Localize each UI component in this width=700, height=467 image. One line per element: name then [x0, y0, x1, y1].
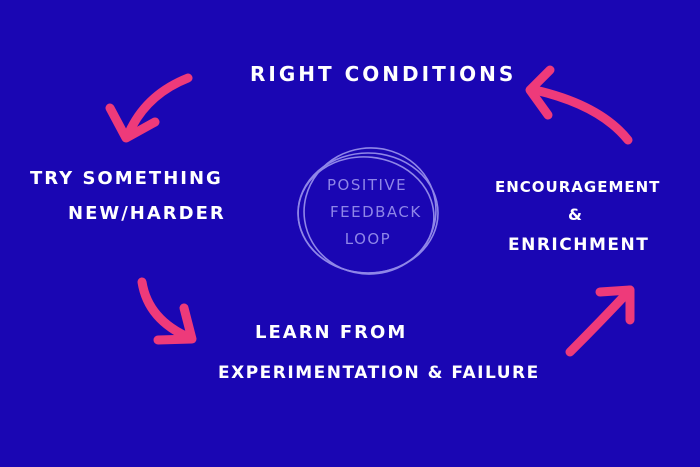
arrow-bottom-right — [565, 285, 635, 357]
arrow-top-left — [105, 73, 193, 143]
arrow-bottom-left — [137, 277, 197, 345]
center-label-loop: LOOP — [344, 230, 392, 248]
arrow-top-right — [525, 65, 633, 145]
node-right-conditions: RIGHT CONDITIONS — [250, 62, 517, 86]
node-learn-from-line2: EXPERIMENTATION & FAILURE — [218, 363, 540, 383]
center-label-positive: POSITIVE — [327, 176, 408, 194]
node-try-something-line1: TRY SOMETHING — [30, 168, 223, 189]
node-enrichment: ENRICHMENT — [508, 235, 650, 255]
center-circle — [297, 147, 439, 275]
node-encouragement-line1: ENCOURAGEMENT — [495, 178, 661, 196]
node-try-something-line2: NEW/HARDER — [68, 203, 226, 224]
node-encouragement-ampersand: & — [568, 205, 584, 224]
node-learn-from-line1: LEARN FROM — [255, 322, 408, 343]
center-label-feedback: FEEDBACK — [330, 203, 422, 221]
